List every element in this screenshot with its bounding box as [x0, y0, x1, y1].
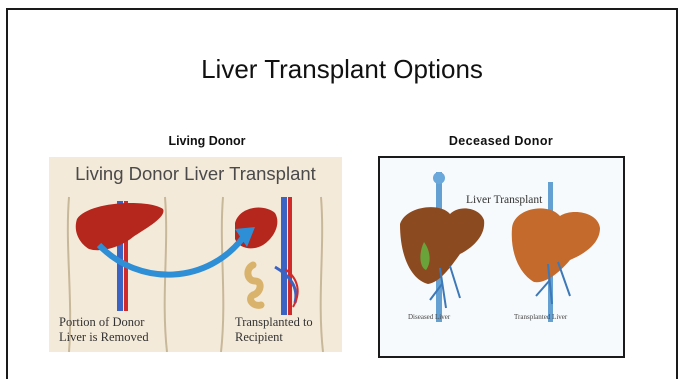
- living-donor-heading: Living Donor Liver Transplant: [49, 163, 342, 185]
- living-donor-caption: Living Donor: [147, 134, 267, 148]
- deceased-donor-heading: Liver Transplant: [466, 194, 542, 206]
- donor-label-line1: Portion of Donor: [59, 315, 144, 330]
- recipient-vein: [281, 197, 287, 315]
- diseased-liver-label: Diseased Liver: [408, 313, 450, 321]
- deceased-donor-drawing: [380, 158, 623, 356]
- donor-liver: [76, 203, 164, 250]
- recipient-artery: [288, 197, 292, 315]
- donor-label-line2: Liver is Removed: [59, 330, 149, 345]
- intestine: [248, 265, 261, 305]
- diseased-liver: [400, 207, 484, 284]
- transplanted-liver: [512, 208, 600, 282]
- recipient-label-line2: Recipient: [235, 330, 283, 345]
- deceased-donor-caption: Deceased Donor: [441, 134, 561, 148]
- recipient-label-line1: Transplanted to: [235, 315, 313, 330]
- slide: Liver Transplant Options Living Donor De…: [6, 8, 678, 379]
- deceased-donor-illustration: Liver Transplant Diseased Liver Transpla…: [378, 156, 625, 358]
- slide-title: Liver Transplant Options: [8, 54, 676, 85]
- living-donor-illustration: Living Donor Liver Transplant Portion of…: [49, 157, 342, 352]
- transplanted-liver-label: Transplanted Liver: [514, 313, 567, 321]
